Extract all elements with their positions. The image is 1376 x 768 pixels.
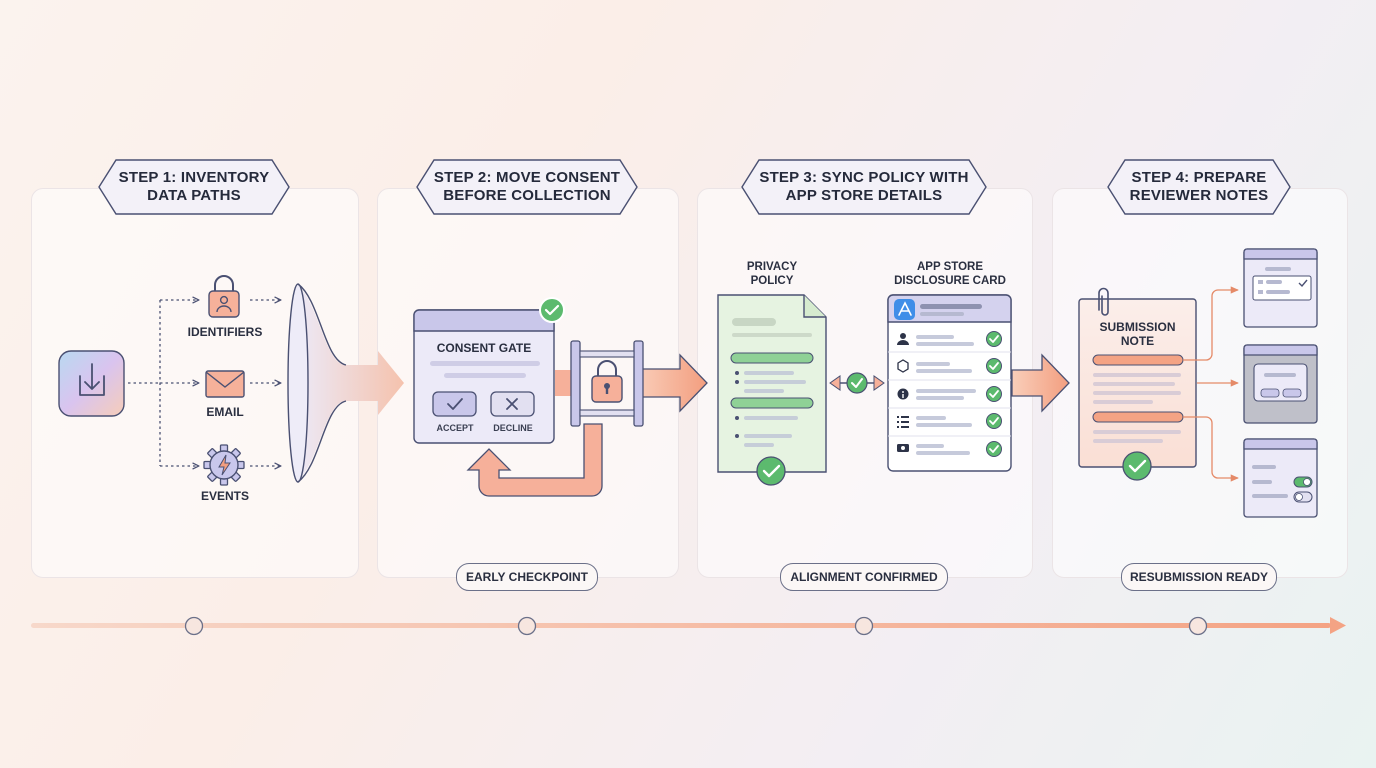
step3-title-badge [741, 159, 987, 215]
alignment-confirmed-badge: ALIGNMENT CONFIRMED [780, 563, 948, 591]
early-checkpoint-badge: EARLY CHECKPOINT [456, 563, 598, 591]
check-icon [1122, 451, 1152, 481]
accept-button[interactable] [432, 391, 477, 417]
envelope-icon [205, 370, 245, 398]
privacy-policy-document [717, 294, 827, 473]
check-icon [756, 456, 786, 486]
accept-label: ACCEPT [436, 423, 474, 433]
check-icon [539, 297, 565, 323]
step2-title-badge [416, 159, 638, 215]
email-label: EMAIL [206, 405, 244, 419]
gear-bolt-icon [203, 444, 245, 486]
reviewer-screen-dialog [1243, 344, 1318, 424]
sync-link [829, 372, 885, 394]
step3-flow-arrow [1011, 353, 1070, 413]
privacy-policy-label: PRIVACY POLICY [746, 261, 798, 287]
reviewer-screen-settings [1243, 438, 1318, 518]
step4-title-badge [1107, 159, 1291, 215]
lock-person-icon [208, 275, 240, 318]
lock-gate-icon [570, 340, 644, 427]
data-path-connectors [128, 300, 280, 466]
collection-funnel [287, 283, 404, 483]
download-icon [58, 350, 125, 417]
note-connectors [1183, 286, 1239, 482]
submission-note-title: SUBMISSION NOTE [1099, 320, 1176, 348]
submission-note [1078, 298, 1197, 468]
app-store-disclosure-card [887, 294, 1012, 472]
decline-label: DECLINE [493, 423, 533, 433]
step4-title: STEP 4: PREPARE REVIEWER NOTES [1129, 169, 1269, 204]
disclosure-check-icons [986, 331, 1002, 457]
progress-timeline [31, 616, 1346, 636]
events-label: EVENTS [200, 489, 249, 503]
paperclip-icon [1098, 287, 1109, 316]
decline-button[interactable] [490, 391, 535, 417]
step2-title: STEP 2: MOVE CONSENT BEFORE COLLECTION [433, 169, 621, 204]
step1-title: STEP 1: INVENTORY DATA PATHS [118, 169, 270, 204]
app-store-card-label: APP STORE DISCLOSURE CARD [894, 261, 1006, 287]
reviewer-screen-checklist [1243, 248, 1318, 328]
consent-gate-title: CONSENT GATE [436, 341, 532, 355]
identifiers-label: IDENTIFIERS [187, 325, 263, 339]
step1-title-badge [98, 159, 290, 215]
consent-flow-arrows [466, 353, 708, 497]
step3-title: STEP 3: SYNC POLICY WITH APP STORE DETAI… [759, 169, 969, 204]
resubmission-ready-badge: RESUBMISSION READY [1121, 563, 1277, 591]
